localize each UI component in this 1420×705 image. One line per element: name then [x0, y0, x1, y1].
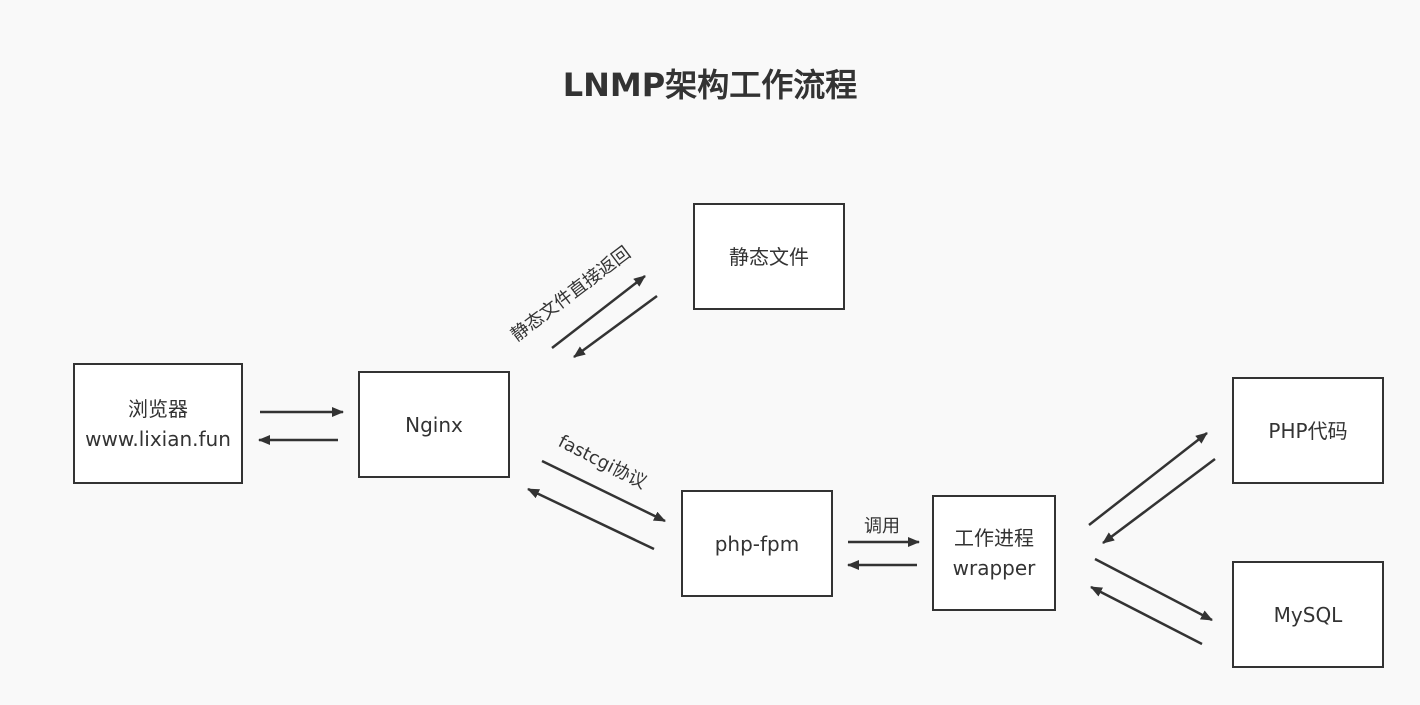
- arrow-nginx-to-static: [551, 275, 646, 349]
- arrow-mysql-to-worker: [1090, 585, 1203, 646]
- arrow-nginx-to-phpfpm: [541, 459, 666, 523]
- node-static-files-label: 静态文件: [729, 244, 809, 269]
- node-php-code-label: PHP代码: [1268, 418, 1348, 443]
- node-php-fpm: php-fpm: [681, 490, 833, 597]
- node-worker-sublabel: wrapper: [952, 556, 1036, 580]
- node-nginx-label: Nginx: [405, 412, 463, 437]
- node-browser-label: 浏览器: [128, 396, 188, 421]
- node-worker: 工作进程 wrapper: [932, 495, 1056, 611]
- node-nginx: Nginx: [358, 371, 510, 478]
- node-php-code: PHP代码: [1232, 377, 1384, 484]
- node-browser: 浏览器 www.lixian.fun: [73, 363, 243, 484]
- arrow-worker-to-phpcode: [1088, 432, 1208, 526]
- diagram-title: LNMP架构工作流程: [562, 66, 858, 104]
- arrow-phpfpm-to-nginx: [527, 487, 655, 551]
- node-mysql: MySQL: [1232, 561, 1384, 668]
- arrow-phpcode-to-worker: [1102, 458, 1216, 544]
- node-mysql-label: MySQL: [1273, 602, 1343, 627]
- node-browser-url: www.lixian.fun: [85, 426, 231, 451]
- node-static-files: 静态文件: [693, 203, 845, 310]
- node-worker-label: 工作进程: [954, 526, 1034, 550]
- arrow-static-to-nginx: [573, 294, 658, 359]
- edge-label-invoke: 调用: [864, 516, 900, 537]
- arrow-worker-to-mysql: [1094, 557, 1213, 622]
- node-php-fpm-label: php-fpm: [714, 531, 800, 556]
